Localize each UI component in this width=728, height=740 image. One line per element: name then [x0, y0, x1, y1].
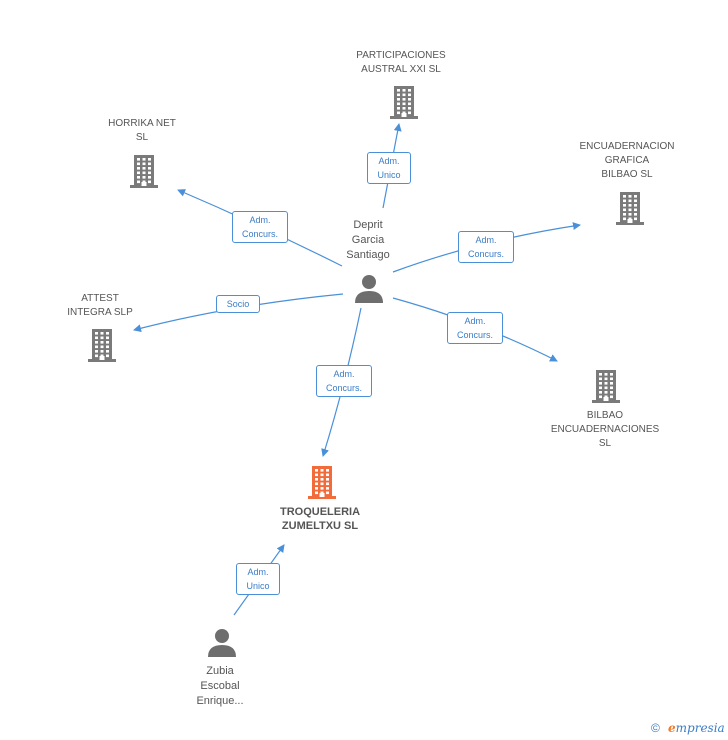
relation-text: Adm. — [247, 567, 269, 577]
relation-text: Concurs. — [325, 383, 362, 393]
company-label-participaciones[interactable]: PARTICIPACIONES AUSTRAL XXI SL — [344, 49, 458, 77]
relation-label-attest[interactable]: Socio — [216, 295, 260, 313]
copyright-symbol: © — [651, 721, 660, 735]
person-name-line: Zubia — [206, 665, 234, 677]
relation-label-participaciones[interactable]: Adm. Unico — [367, 152, 411, 184]
company-name-line: GRAFICA — [604, 155, 650, 166]
company-name-line: ENCUADERNACIONES — [550, 424, 660, 435]
relation-text: Unico — [377, 170, 401, 180]
company-building-icon-participaciones[interactable] — [388, 84, 420, 120]
relation-text: Concurs. — [241, 229, 278, 239]
company-name-line: BILBAO SL — [601, 169, 653, 180]
person-name-line: Garcia — [351, 234, 385, 246]
company-building-icon-encuadernacion-grafica[interactable] — [614, 190, 646, 226]
brand-logo-letter: e — [668, 721, 676, 735]
company-label-encuadernacion-grafica[interactable]: ENCUADERNACION GRAFICA BILBAO SL — [570, 140, 684, 182]
company-name-line: HORRIKA NET — [108, 118, 176, 129]
company-name-line: ATTEST — [81, 293, 119, 304]
brand-logo-text: mpresia — [675, 721, 725, 735]
relation-text: Concurs. — [467, 249, 504, 259]
company-name-line: SL — [135, 132, 149, 143]
person-name-line: Deprit — [353, 219, 383, 231]
company-name-line: INTEGRA SLP — [67, 307, 133, 318]
company-label-horrika[interactable]: HORRIKA NET SL — [92, 117, 192, 145]
company-name-line: SL — [598, 438, 612, 449]
person-icon-center[interactable] — [354, 274, 384, 304]
relation-text: Adm. — [249, 215, 271, 225]
company-name-line: ENCUADERNACION — [579, 141, 675, 152]
relation-text: Adm. — [378, 156, 400, 166]
brand-logo[interactable]: empresia — [668, 721, 725, 735]
person-name-line: Escobal — [200, 680, 240, 692]
person-label-zubia[interactable]: Zubia Escobal Enrique... — [180, 664, 260, 709]
relation-text: Adm. — [475, 235, 497, 245]
company-building-icon-horrika[interactable] — [128, 153, 160, 189]
relation-text: Adm. — [333, 369, 355, 379]
relation-text: Socio — [226, 299, 250, 309]
relation-label-zubia[interactable]: Adm. Unico — [236, 563, 280, 595]
company-label-bilbao-encuadernaciones[interactable]: BILBAO ENCUADERNACIONES SL — [545, 409, 665, 451]
company-name-line: AUSTRAL XXI SL — [361, 64, 441, 75]
company-label-troqueleria[interactable]: TROQUELERIA ZUMELTXU SL — [262, 505, 378, 533]
relation-label-bilbao-encuadernaciones[interactable]: Adm. Concurs. — [447, 312, 503, 344]
relation-label-horrika[interactable]: Adm. Concurs. — [232, 211, 288, 243]
company-name-line: TROQUELERIA — [279, 506, 361, 518]
relation-label-troqueleria[interactable]: Adm. Concurs. — [316, 365, 372, 397]
company-name-line: BILBAO — [586, 410, 624, 421]
company-building-icon-attest[interactable] — [86, 327, 118, 363]
company-building-icon-troqueleria[interactable] — [306, 464, 338, 500]
company-name-line: PARTICIPACIONES — [356, 50, 446, 61]
person-name-line: Enrique... — [196, 695, 244, 707]
company-label-attest[interactable]: ATTEST INTEGRA SLP — [50, 292, 150, 320]
relation-text: Adm. — [464, 316, 486, 326]
person-label-center[interactable]: Deprit Garcia Santiago — [328, 218, 408, 263]
relation-text: Unico — [246, 581, 270, 591]
company-name-line: ZUMELTXU SL — [281, 520, 359, 532]
relation-text: Concurs. — [456, 330, 493, 340]
company-building-icon-bilbao-encuadernaciones[interactable] — [590, 368, 622, 404]
relation-label-encuadernacion-grafica[interactable]: Adm. Concurs. — [458, 231, 514, 263]
person-name-line: Santiago — [346, 249, 390, 261]
person-icon-zubia[interactable] — [207, 628, 237, 658]
